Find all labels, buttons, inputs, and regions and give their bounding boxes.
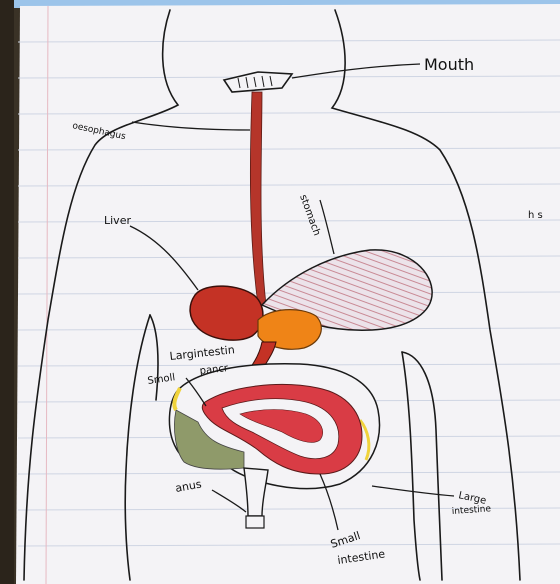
frame-left [0, 0, 14, 584]
label-liver: Liver [104, 214, 131, 227]
label-margin-mark: h s [528, 210, 543, 221]
anus [246, 516, 264, 528]
label-mouth: Mouth [424, 55, 474, 74]
